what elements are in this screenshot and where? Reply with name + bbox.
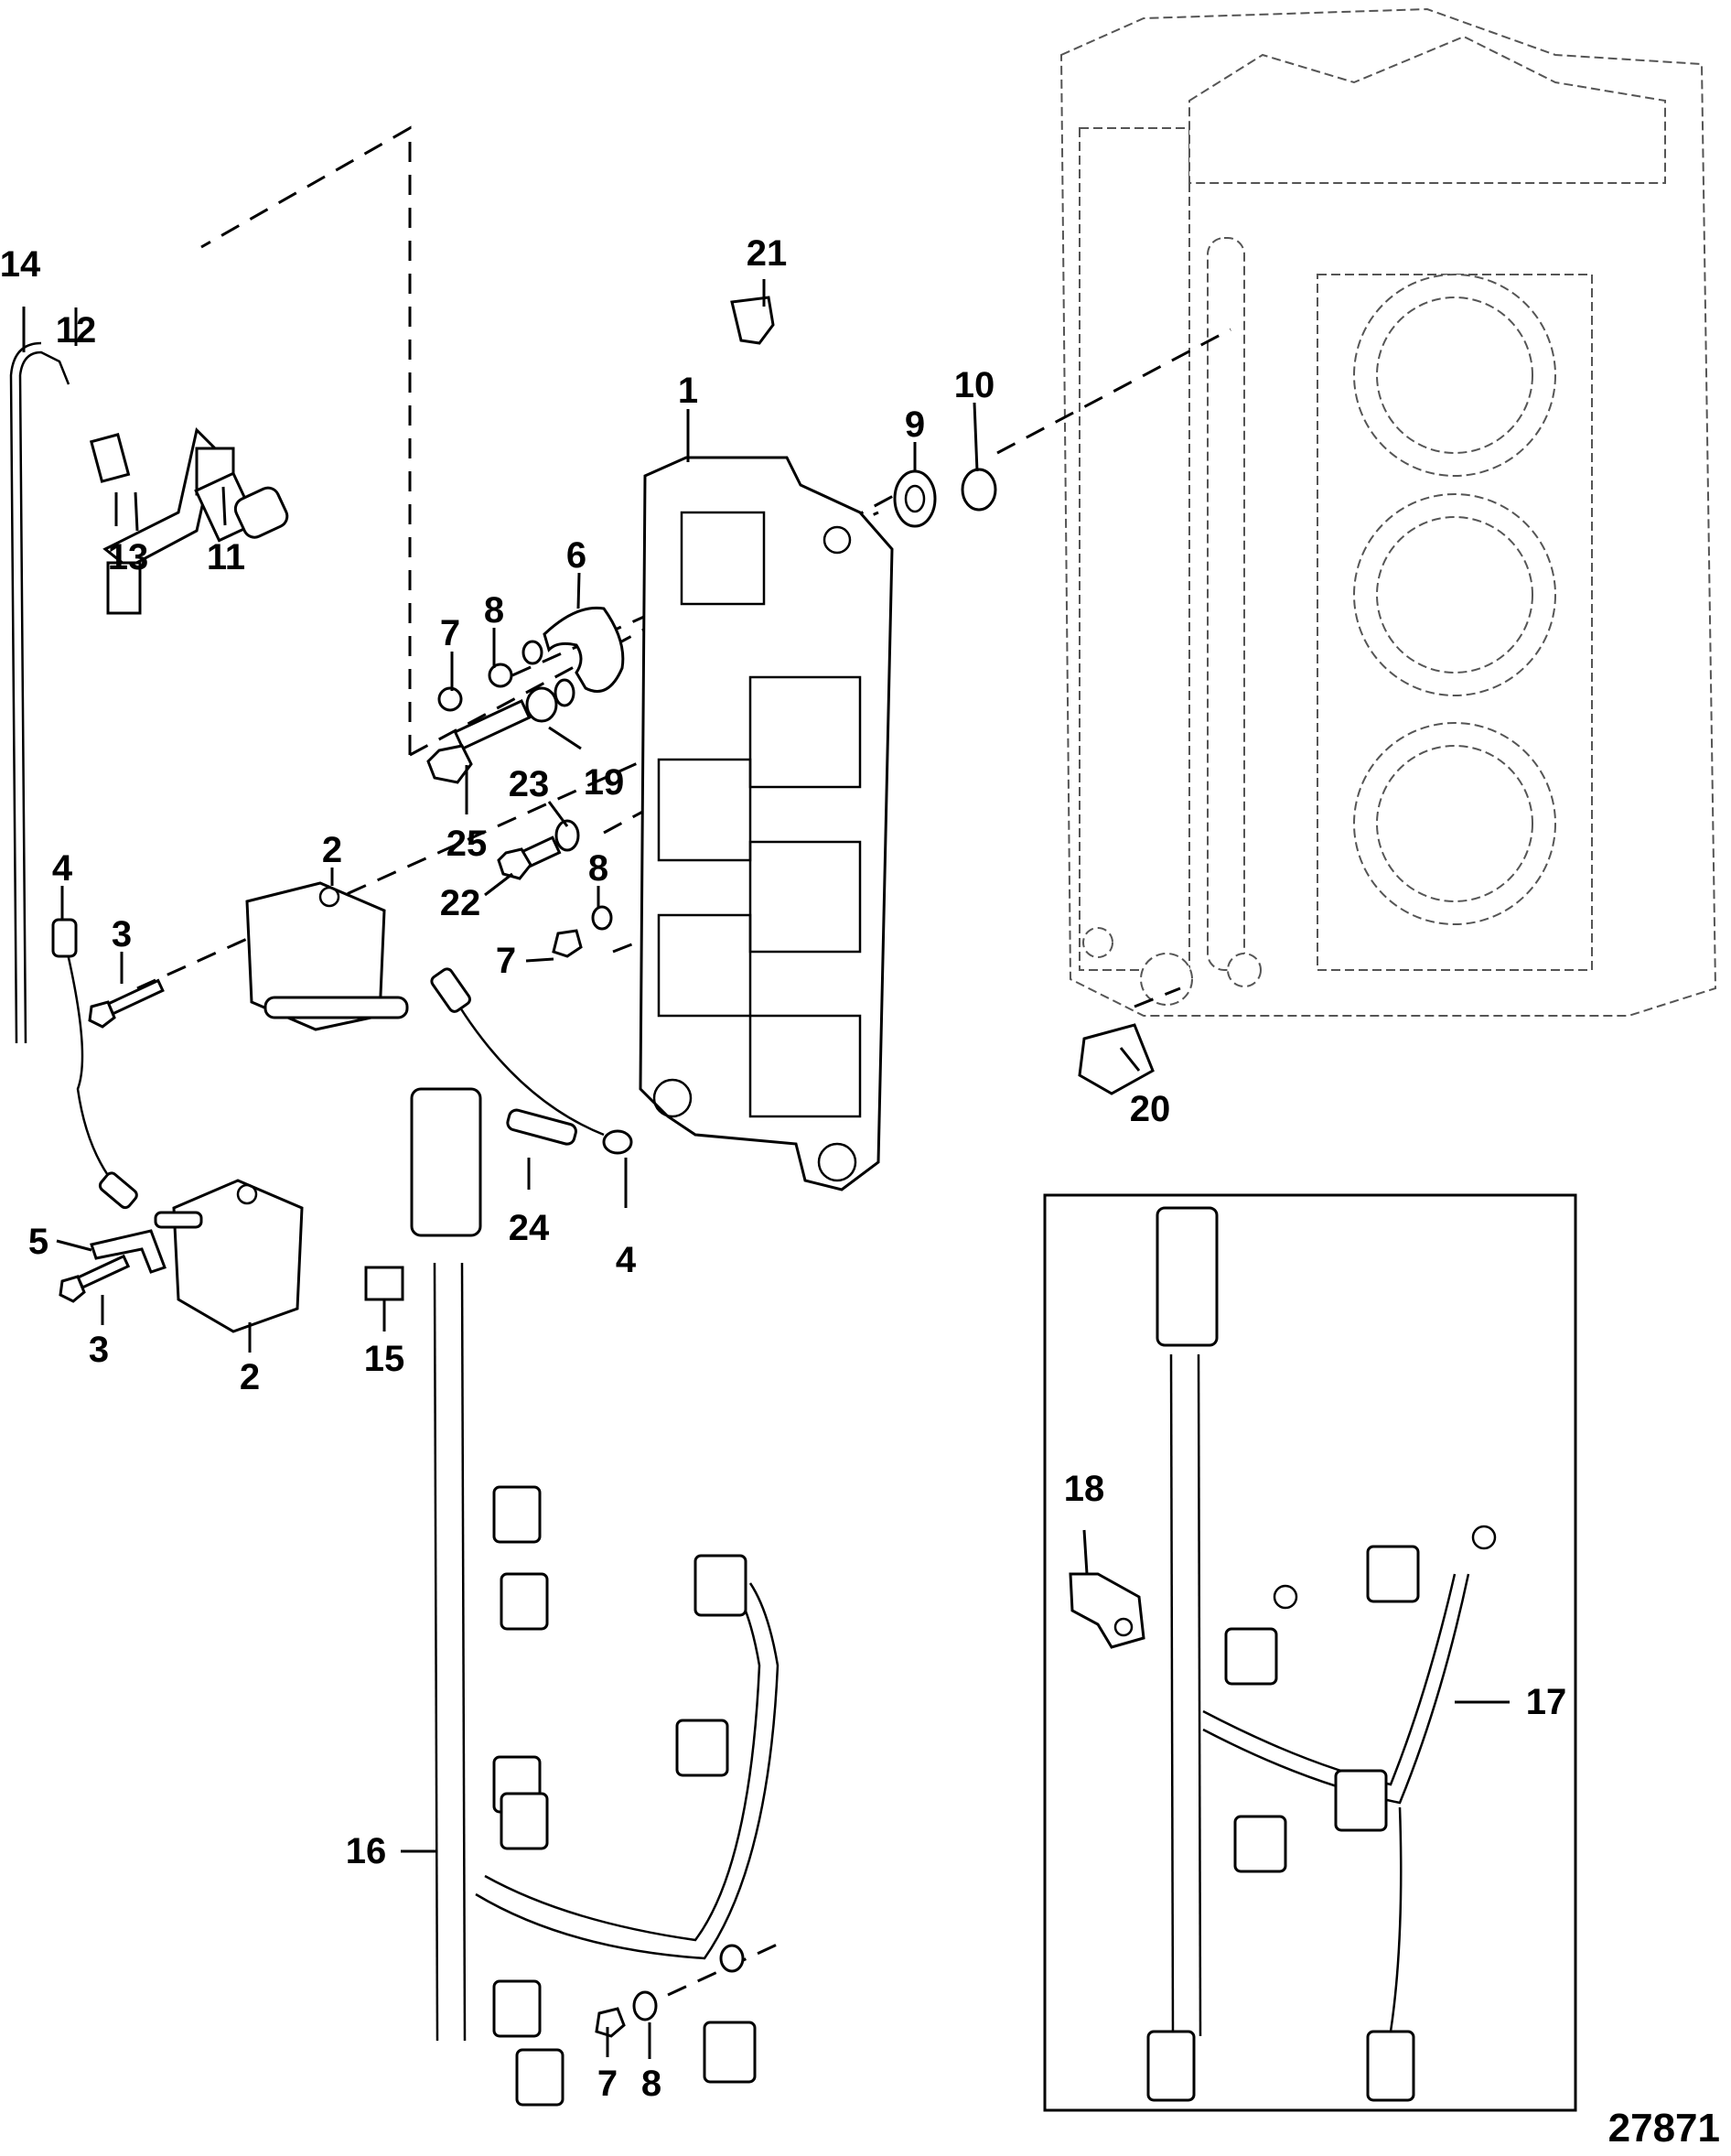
callout-12: 12: [56, 310, 97, 350]
callout-4: 4: [616, 1240, 637, 1280]
callout-6: 6: [566, 535, 586, 576]
wiring-harness: [410, 1087, 779, 2107]
figure-id: 27871: [1608, 2106, 1720, 2151]
grommet: [893, 469, 937, 528]
callout-2: 2: [240, 1357, 260, 1397]
sleeve: [961, 468, 997, 512]
callout-18: 18: [1064, 1469, 1105, 1509]
callout-3: 3: [112, 914, 132, 954]
callout-17: 17: [1526, 1682, 1567, 1722]
callout-10: 10: [954, 365, 995, 405]
callout-14: 14: [0, 244, 41, 285]
callout-7: 7: [440, 613, 460, 653]
callout-13: 13: [108, 537, 149, 577]
callout-7: 7: [597, 2064, 618, 2104]
callout-3: 3: [89, 1330, 109, 1370]
coil-hardware: [51, 918, 633, 1303]
clip: [730, 296, 775, 345]
callout-8: 8: [588, 848, 608, 889]
callout-9: 9: [905, 404, 925, 445]
inset-box: [1043, 1193, 1577, 2112]
callout-8: 8: [484, 590, 504, 631]
callout-labels: 1 2 2 3 3 4 4 5 6 7 7 7 8 8 8 9 10 11 12…: [0, 233, 1566, 2104]
callout-21: 21: [747, 233, 788, 274]
leader-lines: [22, 279, 1510, 2059]
callout-19: 19: [584, 762, 625, 803]
callout-2: 2: [322, 830, 342, 870]
sensor-group: [9, 341, 289, 1044]
engine-block: [1059, 7, 1717, 1017]
callout-4: 4: [52, 848, 73, 889]
callout-23: 23: [509, 764, 550, 804]
callout-11: 11: [207, 537, 245, 577]
temperature-sensor: [506, 1108, 577, 1146]
wire-clip: [364, 1266, 404, 1301]
ignition-coils: [154, 881, 409, 1333]
callout-1: 1: [678, 371, 698, 411]
callout-7: 7: [496, 941, 516, 981]
callout-15: 15: [364, 1339, 405, 1379]
callout-8: 8: [641, 2064, 661, 2104]
hardware-upper: [426, 606, 625, 958]
callout-16: 16: [346, 1831, 387, 1871]
callout-20: 20: [1130, 1089, 1171, 1129]
callout-24: 24: [509, 1208, 550, 1248]
drain-plug: [1078, 1023, 1155, 1095]
mounting-plate: [639, 456, 894, 1191]
callout-25: 25: [446, 824, 488, 864]
callout-5: 5: [28, 1222, 48, 1262]
callout-22: 22: [440, 883, 481, 923]
